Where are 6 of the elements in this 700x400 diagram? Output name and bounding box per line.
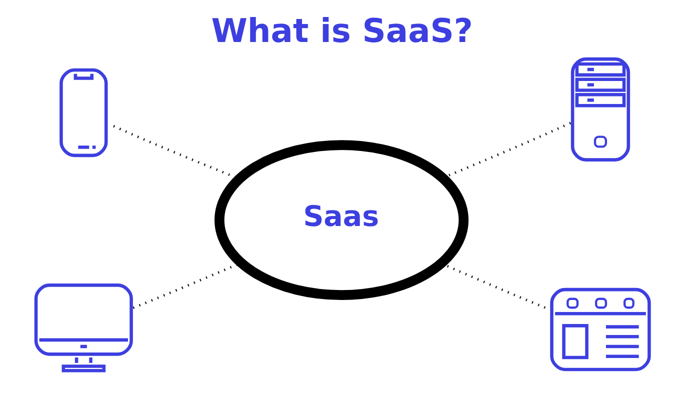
connector bbox=[442, 122, 571, 179]
node-server bbox=[570, 57, 630, 162]
diagram-title: What is SaaS? bbox=[210, 12, 472, 50]
node-window bbox=[550, 288, 650, 372]
node-ellipse: Saas bbox=[214, 140, 468, 300]
node-phone bbox=[59, 68, 108, 158]
